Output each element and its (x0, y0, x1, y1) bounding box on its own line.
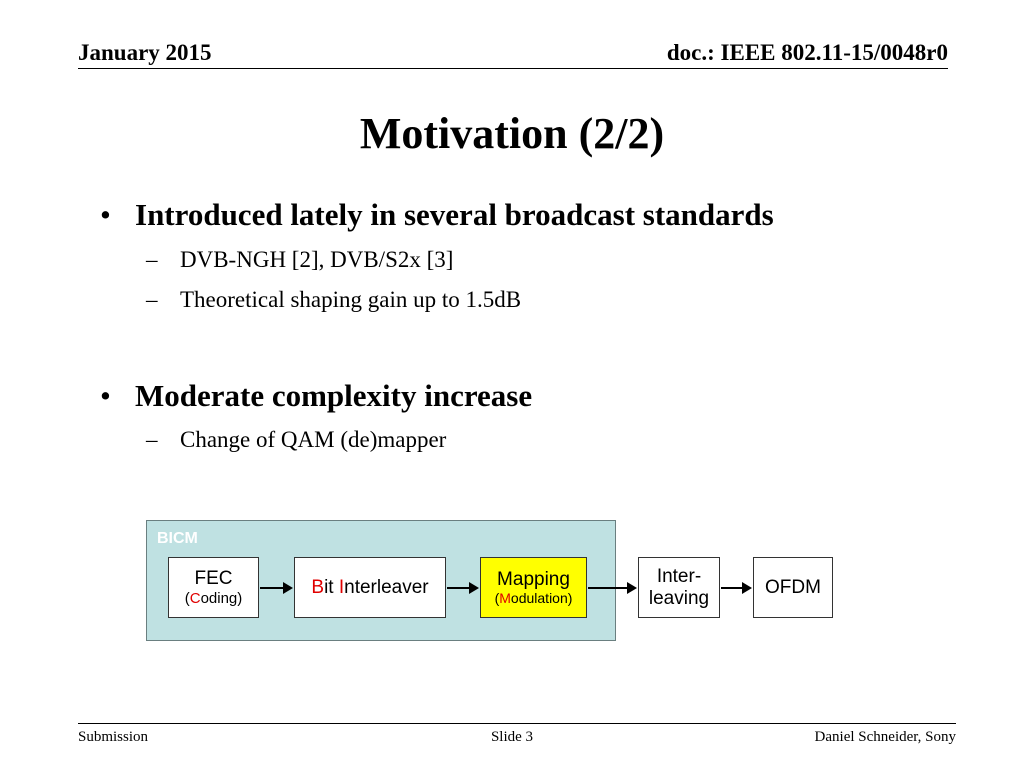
bit-interleaver-label: Bit Interleaver (311, 576, 429, 598)
header-date: January 2015 (78, 40, 212, 65)
bullet-marker: • (100, 197, 111, 232)
bullet-2: • Moderate complexity increase (100, 378, 532, 414)
footer-submission: Submission (78, 729, 149, 745)
sub-bullet-1-1-text: DVB-NGH [2], DVB/S2x [3] (180, 247, 454, 272)
sub-bullet-2-1-text: Change of QAM (de)mapper (180, 427, 447, 452)
fec-sublabel: (Coding) (184, 589, 243, 607)
mapping-label: Mapping (497, 568, 570, 590)
inter-leaving-line2: leaving (648, 587, 710, 609)
bullet-marker: • (100, 378, 111, 413)
mapping-block: Mapping (Modulation) (480, 557, 587, 618)
fec-block: FEC (Coding) (168, 557, 259, 618)
header-divider (78, 68, 948, 69)
bullet-1: • Introduced lately in several broadcast … (100, 197, 774, 233)
footer-divider (78, 723, 956, 724)
bit-interleaver-block: Bit Interleaver (294, 557, 446, 618)
bicm-label: BICM (157, 530, 198, 547)
arrow-mapping-to-interleaving (587, 580, 638, 596)
sub-bullet-1-1: –DVB-NGH [2], DVB/S2x [3] (146, 247, 453, 273)
header-doc-id: doc.: IEEE 802.11-15/0048r0 (666, 40, 948, 65)
dash-marker: – (146, 287, 158, 312)
mapping-sublabel: (Modulation) (494, 590, 573, 607)
sub-bullet-2-1: –Change of QAM (de)mapper (146, 427, 446, 453)
footer-author: Daniel Schneider, Sony (814, 729, 956, 745)
bullet-2-text: Moderate complexity increase (135, 378, 533, 413)
ofdm-label: OFDM (765, 576, 821, 598)
arrow-interleaver-to-mapping (446, 580, 480, 596)
slide-title: Motivation (2/2) (359, 109, 665, 158)
sub-bullet-1-2: –Theoretical shaping gain up to 1.5dB (146, 287, 521, 313)
dash-marker: – (146, 427, 158, 452)
arrow-interleaving-to-ofdm (720, 580, 753, 596)
bullet-1-text: Introduced lately in several broadcast s… (135, 197, 774, 232)
dash-marker: – (146, 247, 158, 272)
fec-label: FEC (194, 567, 233, 589)
sub-bullet-1-2-text: Theoretical shaping gain up to 1.5dB (180, 287, 522, 312)
inter-leaving-block: Inter- leaving (638, 557, 720, 618)
footer-slide-number: Slide 3 (490, 729, 534, 745)
ofdm-block: OFDM (753, 557, 833, 618)
inter-leaving-line1: Inter- (656, 565, 702, 587)
arrow-fec-to-interleaver (259, 580, 294, 596)
